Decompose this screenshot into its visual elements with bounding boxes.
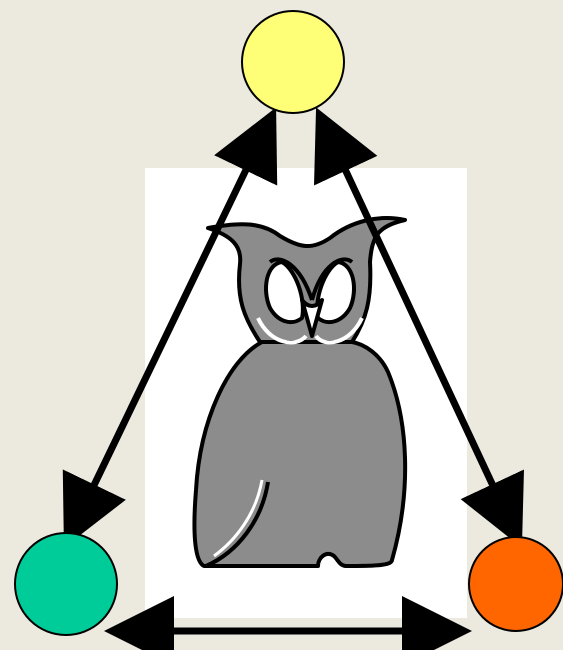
node-bottom-right (468, 536, 563, 632)
arrow-top-to-bottom-right (314, 107, 524, 548)
node-bottom-left (14, 532, 118, 636)
node-top (241, 10, 345, 114)
arrow-top-to-bottom-left (62, 107, 278, 548)
